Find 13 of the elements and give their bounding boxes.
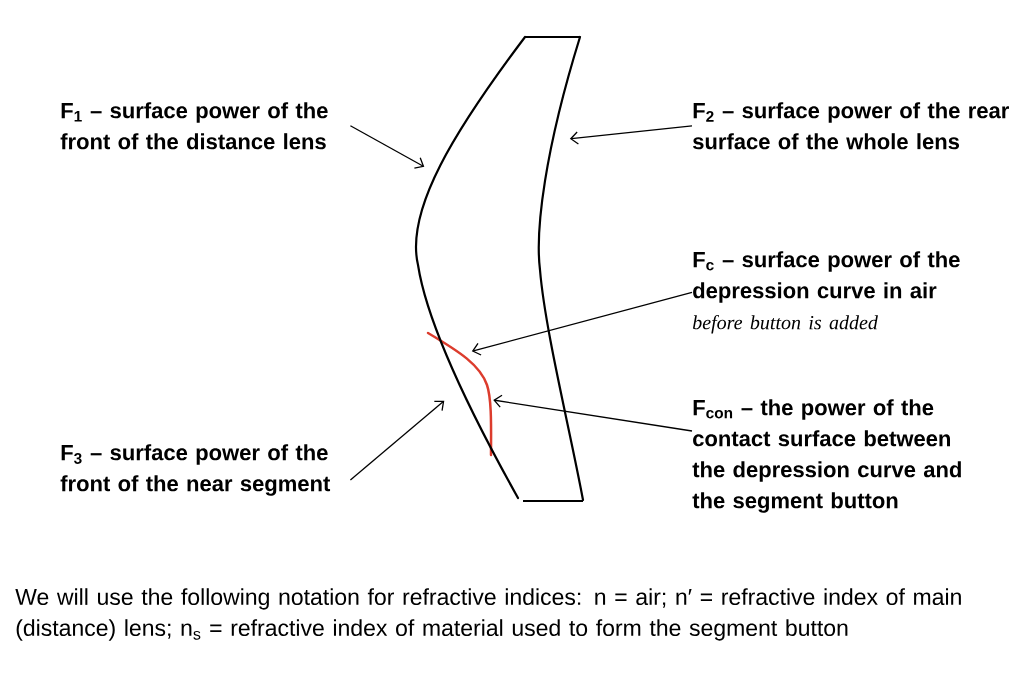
annotation-text: F$_{1}$ – surface power of the front of the distance lens xyxy=(60,102,328,150)
leader-arrow xyxy=(349,400,445,481)
leader-arrow xyxy=(349,125,425,169)
caption: We will use the following notation for refractive indices: n = air; n′ = refractive index of main (distance) lens; n$_{s}$ = refractive index of material used to form the segment button xyxy=(15,588,961,641)
annotation-text: F$_{c}$ – surface power of the depression curve in air before button is added xyxy=(692,251,960,334)
annotation-text: F$_{2}$ – surface power of the rear surface of the whole lens xyxy=(693,102,1009,150)
annotation-text: F$_{con}$ – the power of the contact surface between the depression curve and the segment button xyxy=(692,399,961,513)
annotation-text: F$_{3}$ – surface power of the front of the near segment xyxy=(60,444,331,496)
leader-arrow xyxy=(471,291,693,356)
rear-surface-curve xyxy=(537,35,585,502)
leader-arrow xyxy=(493,394,693,432)
leader-arrow xyxy=(569,125,693,145)
front-surface-curve xyxy=(414,35,527,500)
